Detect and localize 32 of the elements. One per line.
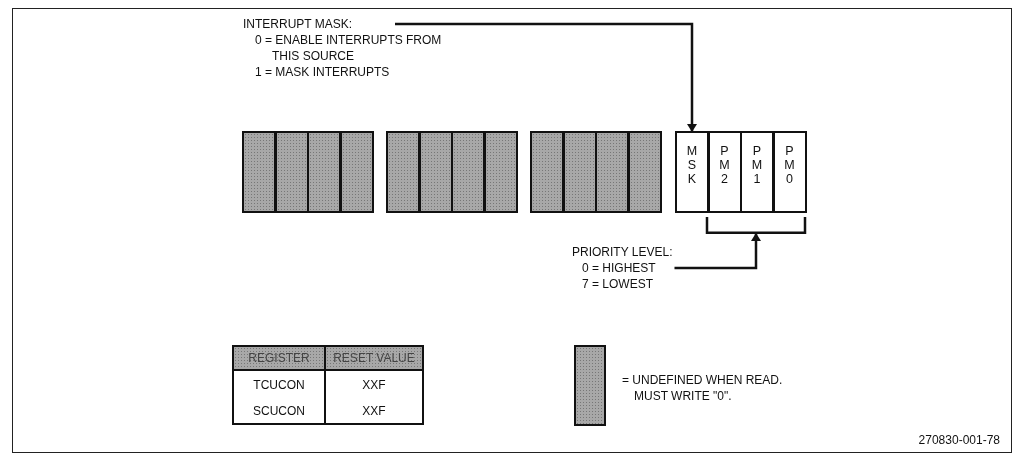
bit-cell: PM1 xyxy=(740,131,774,213)
bit-cell: PM2 xyxy=(707,131,742,213)
figure-number: 270830-001-78 xyxy=(917,433,1000,447)
annotation-line: 0 = HIGHEST xyxy=(581,260,657,276)
bit-cell: MSK xyxy=(675,131,709,213)
annotation-line: PRIORITY LEVEL: xyxy=(572,244,673,260)
undefined-bit-cell xyxy=(483,131,518,213)
leader-arrow xyxy=(674,233,761,270)
undefined-bit-cell xyxy=(418,131,453,213)
annotation-line: INTERRUPT MASK: xyxy=(243,16,354,32)
table-cell: SCUCON xyxy=(233,399,325,424)
undefined-bit-cell xyxy=(451,131,485,213)
undefined-bit-cell xyxy=(562,131,597,213)
table-cell: TCUCON xyxy=(233,370,325,399)
undefined-bit-cell xyxy=(386,131,420,213)
undefined-bit-cell xyxy=(530,131,564,213)
legend-text: = UNDEFINED WHEN READ. MUST WRITE "0". xyxy=(622,372,784,404)
annotation-line: 0 = ENABLE INTERRUPTS FROM THIS SOURCE xyxy=(254,32,443,64)
undefined-bit-cell xyxy=(242,131,276,213)
table-header-cell: REGISTER xyxy=(233,346,325,370)
table-header-cell: RESET VALUE xyxy=(325,346,423,370)
annotation-line: 7 = LOWEST xyxy=(581,276,655,292)
leader-arrow xyxy=(395,22,697,132)
undefined-bit-cell xyxy=(627,131,662,213)
undefined-bit-cell xyxy=(339,131,374,213)
bit-cell: PM0 xyxy=(772,131,807,213)
table-cell: XXF xyxy=(325,399,423,424)
undefined-bit-cell xyxy=(274,131,309,213)
annotation-line: 1 = MASK INTERRUPTS xyxy=(254,64,391,80)
undefined-bit-cell xyxy=(307,131,341,213)
undefined-bit-cell xyxy=(595,131,629,213)
bit-field-bracket xyxy=(706,217,806,234)
